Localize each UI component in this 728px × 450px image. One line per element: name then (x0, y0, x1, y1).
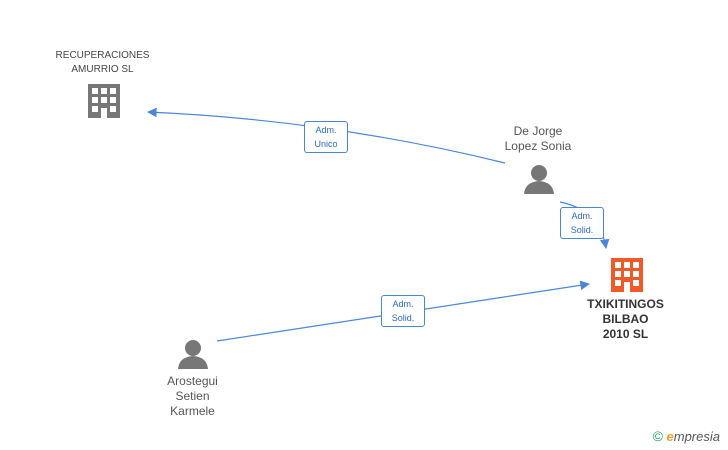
node-label-recuperaciones[interactable]: RECUPERACIONES AMURRIO SL (40, 49, 165, 77)
node-label-line: AMURRIO SL (71, 64, 134, 75)
edge-label-line: Solid. (391, 313, 415, 323)
edge-label-line: Adm. (392, 299, 414, 309)
person-icon[interactable] (178, 340, 208, 369)
edge-label-line: Unico (314, 139, 338, 149)
edge-label-line: Adm. (315, 125, 337, 135)
person-icon[interactable] (524, 165, 554, 194)
node-label-line: TXIKITINGOS (587, 297, 664, 311)
node-label-txikitingos[interactable]: TXIKITINGOS BILBAO 2010 SL (568, 297, 683, 342)
edge-label-adm-solid-arostegui[interactable]: Adm. Solid. (381, 295, 425, 327)
copyright-symbol: © (652, 428, 663, 444)
node-label-line: BILBAO (602, 312, 649, 326)
edge-label-line: Solid. (570, 225, 594, 235)
brand-e: e (666, 429, 674, 444)
building-icon[interactable] (88, 84, 120, 118)
node-label-line: De Jorge (513, 124, 563, 138)
brand-name: mpresia (673, 429, 720, 444)
building-icon[interactable] (611, 258, 643, 292)
node-label-line: RECUPERACIONES (55, 50, 150, 61)
edge-label-adm-unico[interactable]: Adm. Unico (304, 121, 348, 153)
empresia-logo[interactable]: © empresia (653, 428, 720, 444)
node-label-line: 2010 SL (602, 327, 649, 341)
node-label-line: Lopez Sonia (504, 139, 572, 153)
node-label-line: Setien (175, 389, 210, 403)
node-label-dejorge[interactable]: De Jorge Lopez Sonia (478, 124, 598, 154)
node-label-arostegui[interactable]: Arostegui Setien Karmele (140, 374, 245, 419)
edge-label-line: Adm. (571, 211, 593, 221)
edge-label-adm-solid-dejorge[interactable]: Adm. Solid. (560, 207, 604, 239)
node-label-line: Arostegui (167, 374, 218, 388)
node-label-line: Karmele (170, 404, 215, 418)
